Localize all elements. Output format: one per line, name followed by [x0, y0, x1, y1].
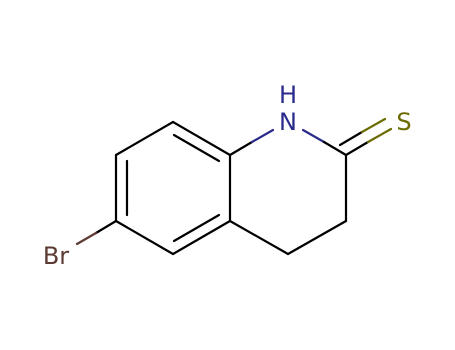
double-bond-inner-c5-c4a [172, 213, 221, 243]
bond-c6-br-carbon-half [94, 219, 118, 235]
atom-label-hydrogen: H [279, 81, 297, 109]
bond-c2-s-line2-sulfur-half [360, 117, 387, 134]
atom-label-sulfur: S [396, 108, 411, 136]
double-bond-inner-c8-c8a [172, 133, 221, 163]
bromine-bond [75, 219, 118, 246]
bond-c5-c4a [171, 219, 232, 256]
bond-c8a-n-carbon-half [228, 140, 254, 157]
thione-double-bond [338, 117, 393, 157]
bond-c2-s-line1-carbon-half [344, 140, 370, 157]
bond-c2-s-line2-carbon-half [338, 130, 364, 147]
bond-c4a-c4 [228, 219, 290, 256]
atom-label-nitrogen: N [279, 108, 297, 136]
nitrogen-bonds [228, 128, 348, 157]
bond-n-c2-carbon-half [322, 140, 348, 157]
bond-c6-br-bromine-half [75, 231, 98, 246]
bond-c6-c5 [114, 219, 175, 256]
bond-c8a-n-nitrogen-half [250, 128, 275, 144]
bond-c8-c7 [114, 120, 175, 157]
lactam-ring [228, 153, 348, 256]
bond-n-c2-nitrogen-half [301, 128, 326, 144]
bond-c2-s-line1-sulfur-half [366, 127, 393, 144]
bond-c8a-c8 [171, 120, 232, 157]
bond-c4-c3 [286, 219, 348, 256]
benzene-ring [114, 120, 232, 256]
atom-label-bromine: Br [43, 242, 69, 270]
